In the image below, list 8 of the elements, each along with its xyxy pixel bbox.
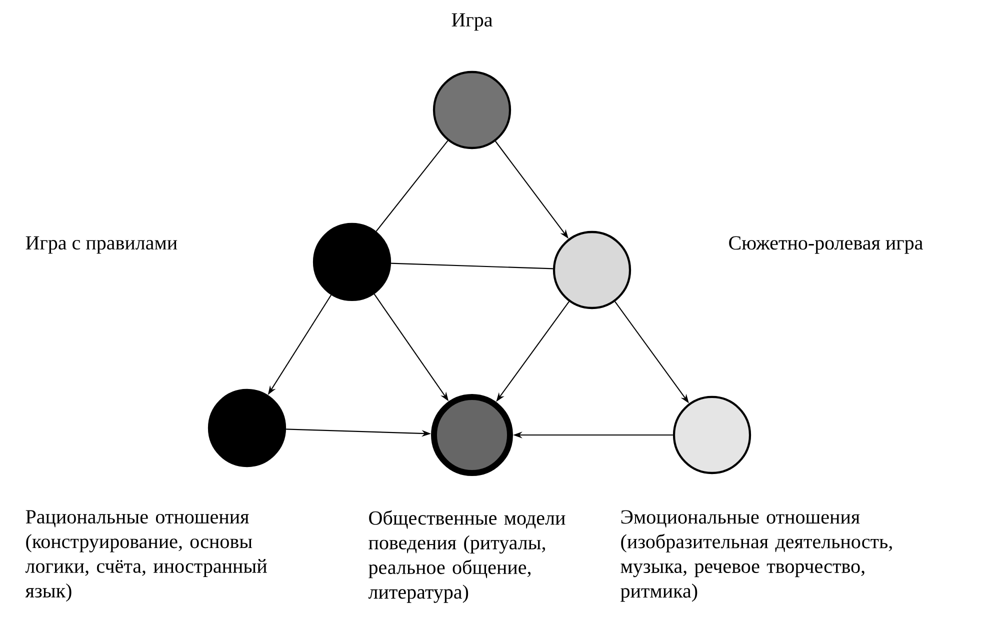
node-caption: Игра xyxy=(452,13,492,31)
node-caption: Рациональные отношения (конструирование, основы логики, счёта, иностранный язык) xyxy=(25,510,267,602)
node-label: Игра с правилами xyxy=(26,236,178,254)
node-label: Сюжетно-ролевая игра xyxy=(729,236,923,254)
circle-node xyxy=(552,230,632,310)
circle-node xyxy=(312,222,392,302)
node-caption: Общественные модели поведения (ритуалы, реальное общение, литература) xyxy=(368,510,566,603)
node-caption: Эмоциональные отношения (изобразительная деятельность, музыка, речевое творчество, ритмика) xyxy=(620,510,892,602)
